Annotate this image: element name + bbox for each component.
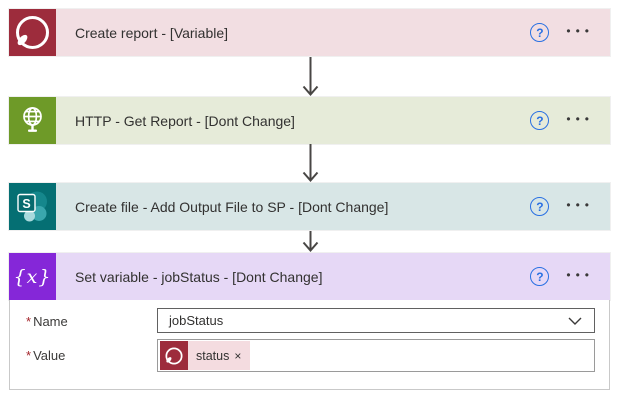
help-icon[interactable]: ? <box>530 111 550 130</box>
http-globe-icon <box>9 97 56 144</box>
name-field-value: jobStatus <box>169 313 224 328</box>
variable-braces-icon: {x} <box>9 253 56 300</box>
action-card-set-variable: {x} Set variable - jobStatus - [Dont Cha… <box>9 253 610 390</box>
action-card-http-get-report: HTTP - Get Report - [Dont Change] ? ••• <box>9 97 610 144</box>
name-field-label: *Name <box>26 314 68 329</box>
action-card-create-file-sharepoint: S Create file - Add Output File to SP - … <box>9 183 610 230</box>
action-title: Create report - [Variable] <box>75 24 229 41</box>
more-options-icon[interactable]: ••• <box>566 111 594 126</box>
arrow-connector <box>302 57 319 96</box>
help-icon[interactable]: ? <box>530 267 550 286</box>
sharepoint-letter: S <box>22 197 30 211</box>
required-asterisk: * <box>26 348 32 363</box>
token-label: status <box>196 348 230 363</box>
more-options-icon[interactable]: ••• <box>566 267 594 282</box>
chevron-down-icon[interactable] <box>568 317 582 325</box>
status-variable-token[interactable]: status × <box>160 341 251 370</box>
token-enso-icon <box>160 341 188 370</box>
value-field-input[interactable]: status × <box>157 339 595 372</box>
action-card-header[interactable]: Create report - [Variable] ? ••• <box>9 9 610 56</box>
action-card-header[interactable]: HTTP - Get Report - [Dont Change] ? ••• <box>9 97 610 144</box>
token-remove-icon[interactable]: × <box>234 348 242 363</box>
action-card-header[interactable]: S Create file - Add Output File to SP - … <box>9 183 610 230</box>
action-card-header[interactable]: {x} Set variable - jobStatus - [Dont Cha… <box>9 253 610 300</box>
action-title: Create file - Add Output File to SP - [D… <box>75 198 389 215</box>
action-title: Set variable - jobStatus - [Dont Change] <box>75 268 323 285</box>
arrow-connector <box>302 231 319 252</box>
help-icon[interactable]: ? <box>530 197 550 216</box>
action-card-create-report: Create report - [Variable] ? ••• <box>9 9 610 56</box>
more-options-icon[interactable]: ••• <box>566 23 594 38</box>
more-options-icon[interactable]: ••• <box>566 197 594 212</box>
name-field-combobox[interactable]: jobStatus <box>157 308 595 333</box>
help-icon[interactable]: ? <box>530 23 550 42</box>
sharepoint-icon: S <box>9 183 56 230</box>
set-variable-parameters-panel: *Name jobStatus *Value <box>9 300 610 390</box>
report-connector-enso-icon <box>9 9 56 56</box>
arrow-connector <box>302 144 319 182</box>
value-field-label: *Value <box>26 348 66 363</box>
required-asterisk: * <box>26 314 32 329</box>
action-title: HTTP - Get Report - [Dont Change] <box>75 112 295 129</box>
